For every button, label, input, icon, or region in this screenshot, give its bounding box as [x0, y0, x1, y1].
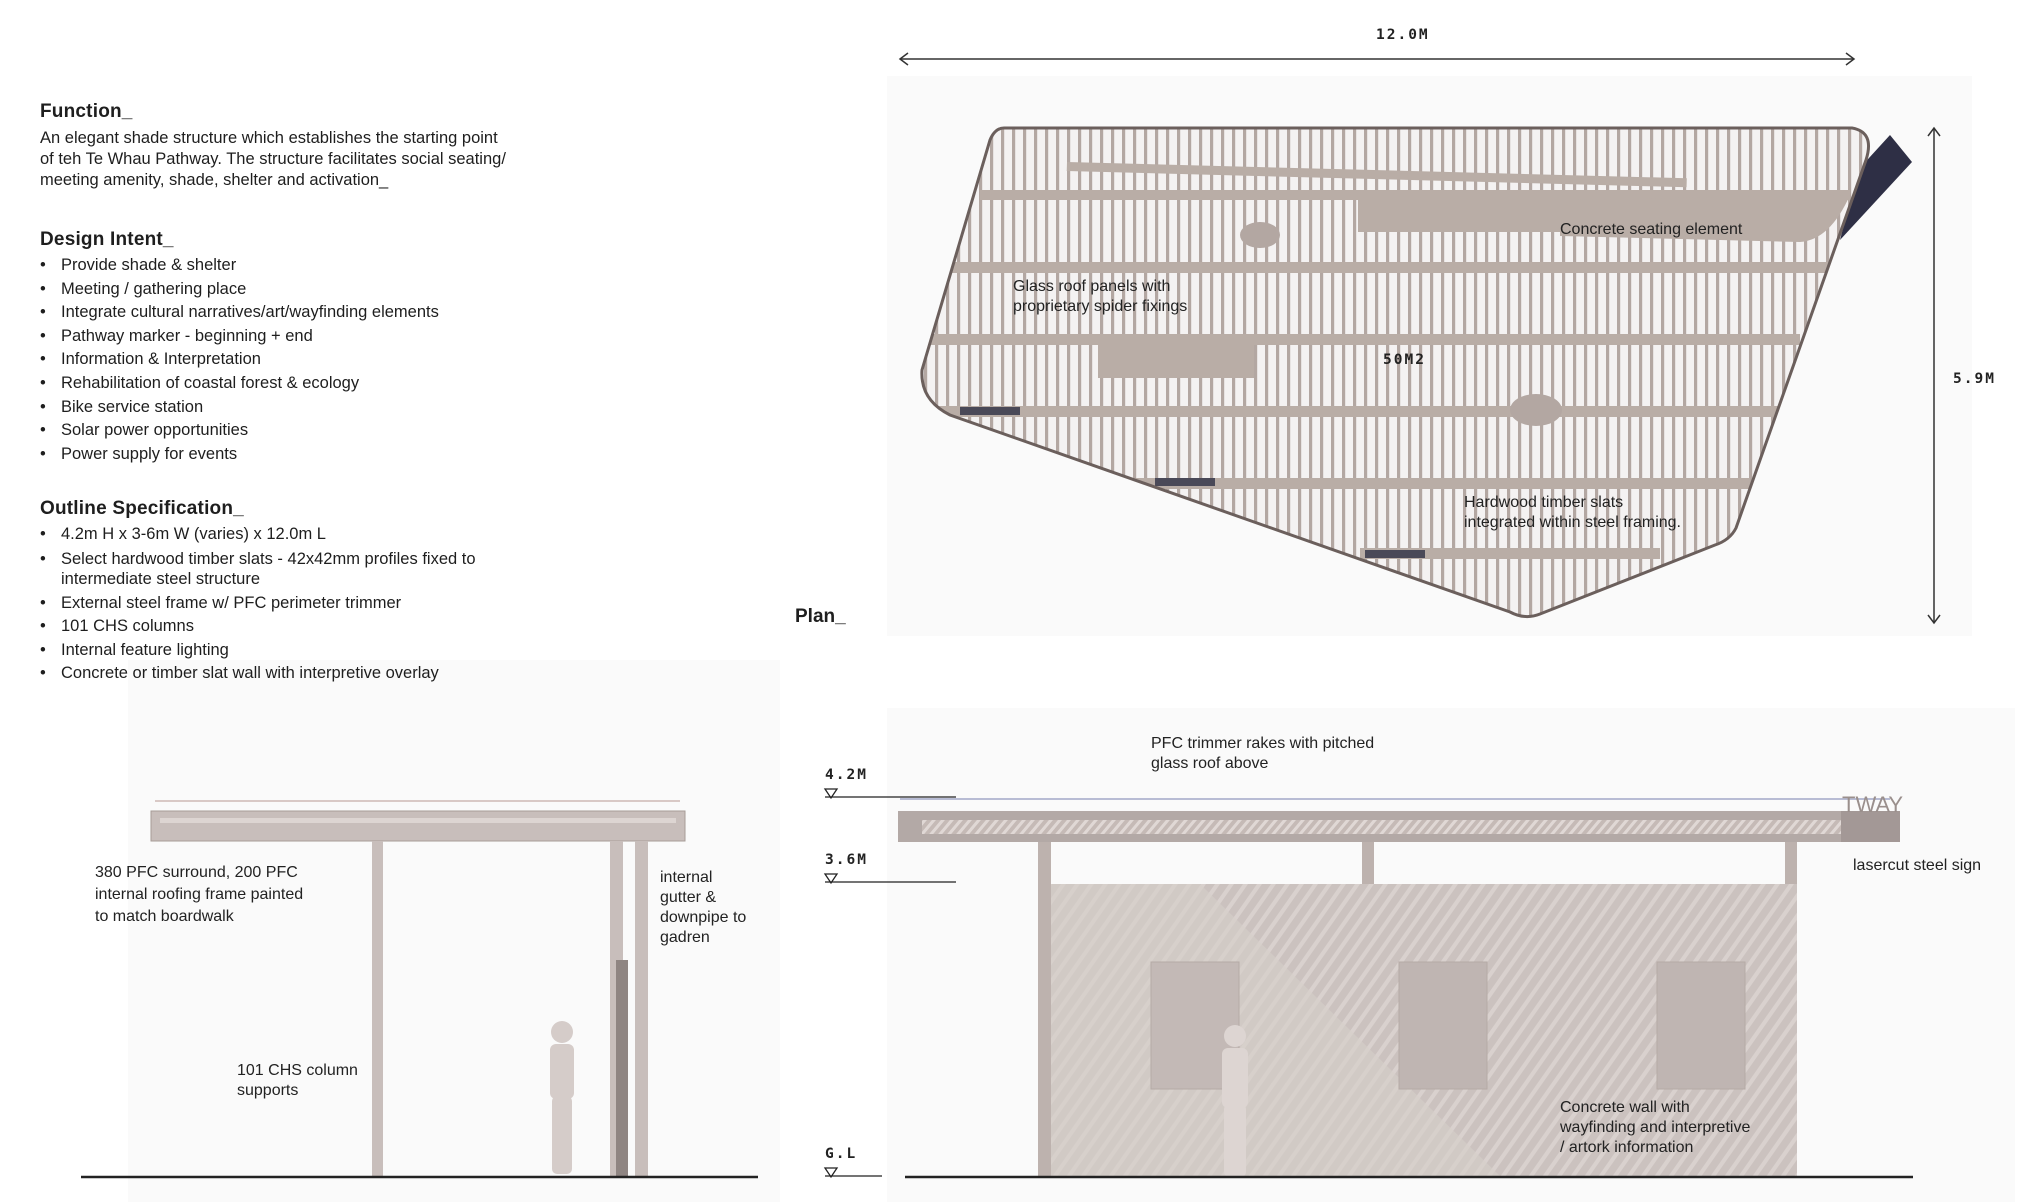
- outline-spec-list: •4.2m H x 3-6m W (varies) x 12.0m L •Sel…: [40, 523, 580, 686]
- plan-width-label: 5.9M: [1953, 371, 1996, 387]
- bench: [1098, 340, 1254, 378]
- person-topview: [1240, 222, 1280, 248]
- concrete-seating: [1358, 194, 1568, 232]
- plan-area-label: 50M2: [1383, 352, 1426, 368]
- sign-shadow: [1840, 135, 1912, 240]
- function-line: of teh Te Whau Pathway. The structure fa…: [40, 150, 506, 168]
- dimension-length-arrow: [898, 52, 1856, 66]
- list-item: •4.2m H x 3-6m W (varies) x 12.0m L: [40, 525, 326, 543]
- design-intent-list: •Provide shade & shelter •Meeting / gath…: [40, 254, 580, 466]
- list-item: •Pathway marker - beginning + end: [40, 326, 313, 345]
- list-item: •Rehabilitation of coastal forest & ecol…: [40, 373, 360, 392]
- chs-column: [372, 841, 383, 1177]
- level-3-6: 3.6M: [825, 852, 868, 868]
- person-figure: [1222, 1025, 1248, 1177]
- plan-roof: [921, 128, 1869, 617]
- list-item: •Integrate cultural narratives/art/wayfi…: [40, 303, 439, 322]
- plan-outline: [920, 126, 1870, 619]
- dimension-width-arrow: [1927, 126, 1941, 625]
- list-item: •Bike service station: [40, 397, 204, 416]
- outline-spec-heading: Outline Specification_: [40, 498, 244, 519]
- design-intent-heading: Design Intent_: [40, 229, 174, 250]
- level-ground: G.L: [825, 1146, 858, 1162]
- function-line: An elegant shade structure which establi…: [40, 129, 498, 147]
- sign-label: lasercut steel sign: [1853, 857, 1982, 874]
- list-item: •Internal feature lighting: [40, 640, 229, 659]
- list-item: •Select hardwood timber slats - 42x42mm …: [40, 549, 476, 588]
- person-figure: [550, 1021, 574, 1174]
- level-markers: [823, 788, 956, 1179]
- list-item: •Solar power opportunities: [40, 421, 249, 440]
- function-line: meeting amenity, shade, shelter and acti…: [40, 171, 389, 189]
- chs-column: [635, 841, 648, 1177]
- person-topview: [1510, 394, 1562, 426]
- level-4-2: 4.2M: [825, 767, 868, 783]
- list-item: •Concrete or timber slat wall with inter…: [40, 664, 439, 683]
- function-text: An elegant shade structure which establi…: [40, 128, 560, 191]
- list-item: •Provide shade & shelter: [40, 256, 237, 274]
- list-item: •Information & Interpretation: [40, 350, 261, 369]
- roof-beam: [150, 810, 686, 842]
- plan-title: Plan_: [795, 606, 846, 627]
- list-item: •Power supply for events: [40, 444, 238, 463]
- downpipe: [616, 960, 628, 1177]
- list-item: •101 CHS columns: [40, 617, 194, 636]
- interpretive-panel: [1656, 961, 1746, 1090]
- plan-length-label: 12.0M: [1376, 27, 1430, 43]
- list-item: •External steel frame w/ PFC perimeter t…: [40, 593, 402, 612]
- seating-label: Concrete seating element: [1560, 221, 1743, 238]
- lasercut-sign: TWAY: [1842, 792, 1903, 817]
- list-item: •Meeting / gathering place: [40, 279, 247, 298]
- function-heading: Function_: [40, 101, 133, 122]
- interpretive-panel: [1398, 961, 1488, 1090]
- side-elevation-background: [128, 660, 780, 1202]
